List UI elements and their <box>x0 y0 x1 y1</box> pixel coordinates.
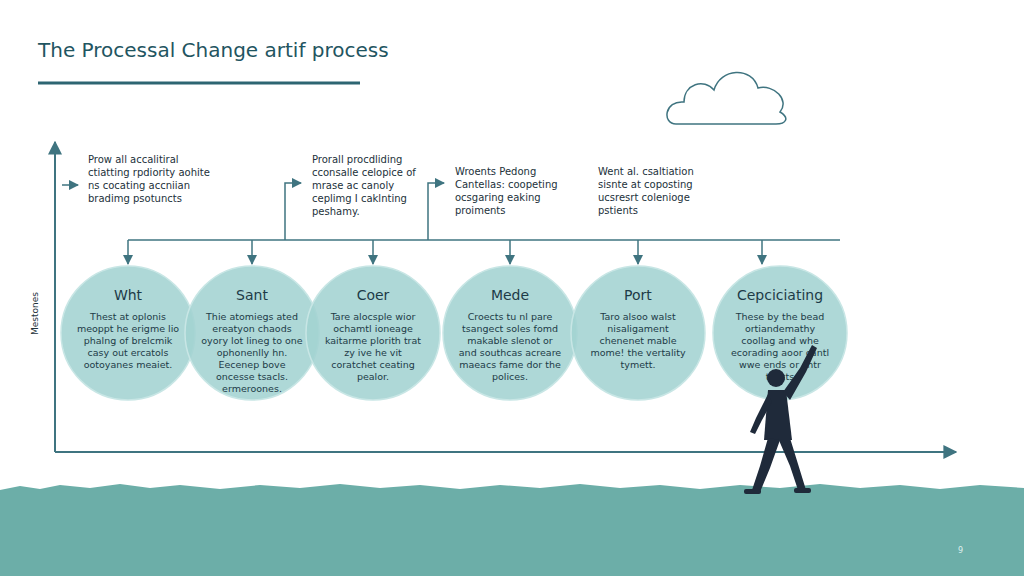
annotation-note: Wroents Pedong Cantellas: coopeting ocsg… <box>455 165 575 217</box>
circle-heading: Cepciciating <box>712 287 848 303</box>
page-number: 9 <box>958 544 978 557</box>
circle-heading: Coer <box>305 287 441 303</box>
leader-line <box>62 184 78 186</box>
bracket-line <box>285 183 301 240</box>
stage-circle: MedeCroects tu nl pare tsangect soles fo… <box>442 265 578 401</box>
drop-arrows <box>128 240 762 264</box>
circle-body: Thest at oplonis meoppt he erigme lio ph… <box>76 311 180 371</box>
stage-circle: CepciciatingThese by the bead ortiandema… <box>712 265 848 401</box>
title-underline <box>38 82 360 85</box>
annotation-note: Prorall procdliding cconsalle celopice o… <box>312 153 434 218</box>
circle-body: Taro alsoo walst nisaligament chenenet m… <box>586 311 690 371</box>
diagram-title: The Processal Change artif process <box>38 38 389 62</box>
circle-heading: Wht <box>60 287 196 303</box>
grass-ground <box>0 484 1024 576</box>
circle-body: Thie atomiegs ated ereatyon chaods oyory… <box>200 311 304 395</box>
bus-line <box>128 239 840 241</box>
annotation-note: Went al. csaltiation sisnte at coposting… <box>598 165 718 217</box>
y-axis <box>54 142 56 452</box>
x-axis <box>55 451 956 453</box>
axis-label: Mestones <box>29 283 42 345</box>
cloud-outline <box>667 72 786 124</box>
stage-circle: WhtThest at oplonis meoppt he erigme lio… <box>60 265 196 401</box>
stage-circle: PortTaro alsoo walst nisaligament chenen… <box>570 265 706 401</box>
circle-body: Tare alocsple wior ochamtl ioneage kaita… <box>321 311 425 383</box>
stage-circle: CoerTare alocsple wior ochamtl ioneage k… <box>305 265 441 401</box>
bracket-line <box>428 183 444 240</box>
circle-heading: Sant <box>184 287 320 303</box>
circle-heading: Port <box>570 287 706 303</box>
circle-body: Croects tu nl pare tsangect soles fomd m… <box>458 311 562 383</box>
circle-heading: Mede <box>442 287 578 303</box>
stage-circle: SantThie atomiegs ated ereatyon chaods o… <box>184 265 320 401</box>
circle-body: These by the bead ortiandemathy coollag … <box>728 311 832 383</box>
annotation-note: Prow all accalitiral ctiatting rpdiority… <box>88 153 210 205</box>
